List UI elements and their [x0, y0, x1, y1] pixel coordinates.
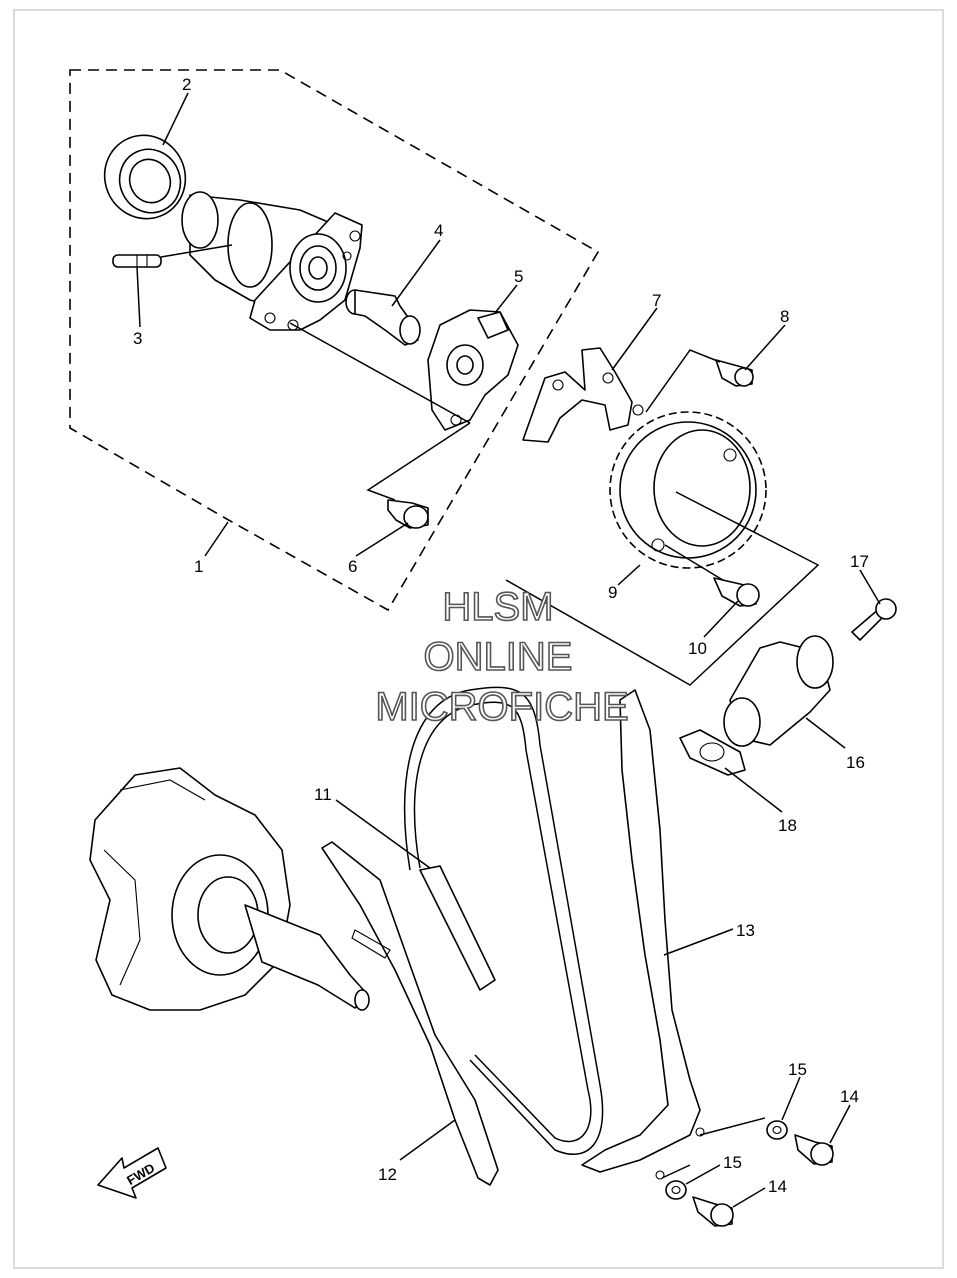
watermark-line-2: ONLINE	[424, 635, 573, 679]
callout-2: 2	[182, 75, 191, 94]
callout-3: 3	[133, 329, 142, 348]
callout-16: 16	[846, 753, 865, 772]
callout-1: 1	[194, 557, 203, 576]
callout-9: 9	[608, 583, 617, 602]
callout-15a: 15	[788, 1060, 807, 1079]
pin-part-3	[112, 254, 162, 268]
tensioner-part-16	[723, 635, 834, 747]
callout-18: 18	[778, 816, 797, 835]
callout-13: 13	[736, 921, 755, 940]
bearing-part-2	[103, 134, 187, 220]
camshaft-assembly-outline	[69, 69, 600, 612]
gasket-part-18	[679, 729, 746, 776]
callout-leaders	[136, 92, 881, 1208]
callout-5: 5	[514, 267, 523, 286]
camshaft-body	[181, 191, 363, 331]
watermark-line-1: HLSM	[442, 585, 553, 629]
bolt-part-17	[851, 598, 897, 641]
bolt-part-10	[713, 577, 760, 607]
callout-17: 17	[850, 552, 869, 571]
sprocket-part-9	[609, 411, 767, 569]
decompressor-part-5	[427, 309, 519, 431]
fwd-arrow-icon: FWD	[97, 1147, 167, 1199]
callout-7: 7	[652, 291, 661, 310]
chain-guide-part-12	[321, 841, 499, 1186]
washer-part-15a	[766, 1120, 788, 1140]
callout-14a: 14	[840, 1087, 859, 1106]
callout-4: 4	[434, 221, 443, 240]
callout-6: 6	[348, 557, 357, 576]
plate-part-7	[522, 347, 644, 443]
chain-guide-part-13	[581, 689, 705, 1180]
callout-11: 11	[314, 785, 332, 804]
callout-15b: 15	[723, 1153, 742, 1172]
bolt-part-14a	[794, 1134, 834, 1166]
washer-part-15b	[665, 1180, 687, 1200]
callout-14b: 14	[768, 1177, 787, 1196]
bolt-part-14b	[692, 1196, 734, 1227]
callout-labels: 1 2 3 4 5 6 7 8 9 10 11 12 13 14 14 15 1…	[133, 75, 869, 1196]
timing-chain-part-11	[403, 686, 604, 1155]
bolt-part-6	[387, 499, 429, 529]
watermark-line-3: MICROFICHE	[375, 685, 628, 729]
callout-8: 8	[780, 307, 789, 326]
bolt-part-8	[715, 359, 754, 387]
page-border	[13, 9, 944, 1269]
watermark: HLSM ONLINE MICROFICHE	[375, 584, 630, 730]
shaft-part-4	[345, 289, 421, 346]
callout-12: 12	[378, 1165, 397, 1184]
crankshaft	[89, 767, 370, 1011]
callout-10: 10	[688, 639, 707, 658]
